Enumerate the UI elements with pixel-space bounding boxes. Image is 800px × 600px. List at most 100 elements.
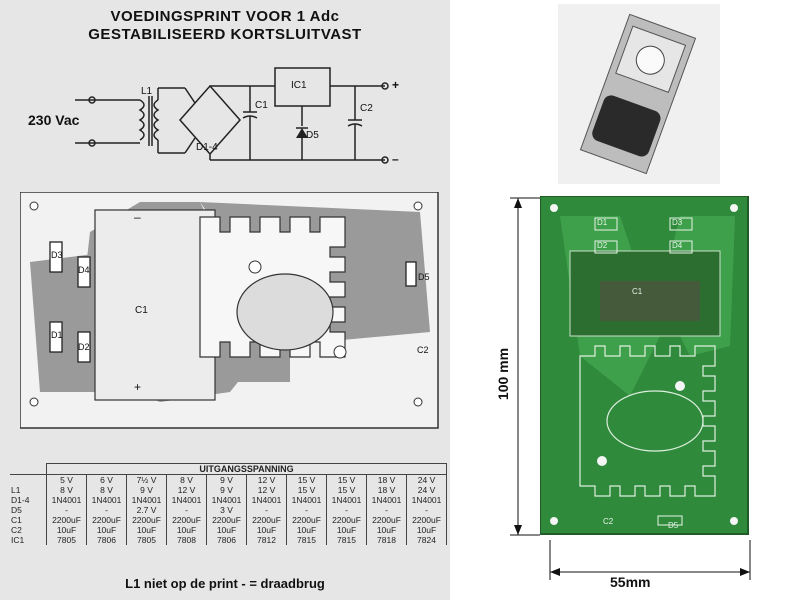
schematic-label-d1-4: D1-4 [196, 142, 218, 153]
table-cell: 15 V [326, 485, 367, 495]
board-label-c1: C1 [632, 287, 643, 296]
table-cell: - [46, 505, 87, 515]
table-cell: 1N4001 [406, 495, 447, 505]
input-voltage-label: 230 Vac [28, 112, 80, 128]
table-cell: 7805 [126, 535, 167, 545]
table-cell: 1N4001 [126, 495, 167, 505]
table-cell: 3 V [206, 505, 247, 515]
column-header: 9 V [206, 474, 247, 485]
column-header: 7½ V [126, 474, 167, 485]
width-dimension-label: 55mm [610, 574, 651, 590]
table-cell: 2200uF [286, 515, 327, 525]
table-cell: 10uF [46, 525, 87, 535]
table-cell: 1N4001 [206, 495, 247, 505]
table-cell: - [166, 505, 207, 515]
table-cell: 1N4001 [326, 495, 367, 505]
table-cell: 7806 [206, 535, 247, 545]
schematic-label-c1: C1 [255, 100, 268, 111]
table-cell: 10uF [246, 525, 287, 535]
board-label-d5: D5 [668, 521, 679, 530]
table-cell: - [246, 505, 287, 515]
schematic-minus: – [392, 152, 399, 166]
title-line-1: VOEDINGSPRINT VOOR 1 Adc [110, 8, 340, 25]
table-cell: 1N4001 [366, 495, 407, 505]
table-cell: 1N4001 [286, 495, 327, 505]
table-cell: 2200uF [206, 515, 247, 525]
table-cell: 10uF [326, 525, 367, 535]
table-cell: 10uF [126, 525, 167, 535]
table-cell: - [86, 505, 127, 515]
table-cell: 7815 [326, 535, 367, 545]
table-cell: 2200uF [246, 515, 287, 525]
row-label: D1-4 [11, 495, 30, 505]
pcb-label-d3: D3 [51, 250, 63, 260]
table-cell: 7815 [286, 535, 327, 545]
table-cell: 12 V [166, 485, 207, 495]
column-header: 5 V [46, 474, 87, 485]
board-label-c2: C2 [603, 517, 614, 526]
board-label-d3: D3 [672, 218, 683, 227]
column-header: 15 V [326, 474, 367, 485]
pcb-label-plus: + [134, 380, 142, 394]
table-cell: 1N4001 [166, 495, 207, 505]
table-cell: 7806 [86, 535, 127, 545]
schematic-diagram [75, 67, 389, 164]
column-header: 8 V [166, 474, 207, 485]
pcb-label-c2: C2 [417, 345, 429, 355]
table-cell: 9 V [126, 485, 167, 495]
table-cell: 2.7 V [126, 505, 167, 515]
table-cell: 2200uF [46, 515, 87, 525]
table-header: UITGANGSSPANNING [46, 463, 447, 475]
table-cell: 7808 [166, 535, 207, 545]
table-cell: 9 V [206, 485, 247, 495]
table-cell: 2200uF [86, 515, 127, 525]
table-cell: 15 V [286, 485, 327, 495]
table-cell: - [326, 505, 367, 515]
table-cell: 1N4001 [86, 495, 127, 505]
row-label: C2 [11, 525, 22, 535]
table-cell: 7812 [246, 535, 287, 545]
column-header: 6 V [86, 474, 127, 485]
table-cell: 24 V [406, 485, 447, 495]
row-label: D5 [11, 505, 22, 515]
schematic-label-l1: L1 [141, 86, 153, 97]
table-cell: 2200uF [366, 515, 407, 525]
table-cell: 10uF [166, 525, 207, 535]
table-cell: 1N4001 [246, 495, 287, 505]
table-cell: 12 V [246, 485, 287, 495]
table-cell: - [366, 505, 407, 515]
pcb-layout-drawing [20, 192, 439, 429]
pcb-label-d5: D5 [418, 272, 430, 282]
schematic-label-d5: D5 [306, 130, 319, 141]
dimension-lines [510, 197, 751, 580]
table-cell: 2200uF [166, 515, 207, 525]
table-cell: 8 V [86, 485, 127, 495]
pcb-label-d1: D1 [51, 330, 63, 340]
table-cell: 10uF [206, 525, 247, 535]
schematic-label-c2: C2 [360, 103, 373, 114]
table-cell: 10uF [406, 525, 447, 535]
table-cell: 2200uF [326, 515, 367, 525]
table-cell: - [406, 505, 447, 515]
table-cell: 10uF [86, 525, 127, 535]
board-label-d2: D2 [597, 241, 608, 250]
title-line-2: GESTABILISEERD KORTSLUITVAST [88, 26, 362, 43]
table-cell: 10uF [366, 525, 407, 535]
table-cell: 18 V [366, 485, 407, 495]
column-header: 24 V [406, 474, 447, 485]
pcb-board-photo [540, 196, 749, 535]
pcb-label-d4: D4 [78, 265, 90, 275]
column-header: 12 V [246, 474, 287, 485]
table-column-row: 5 V 6 V 7½ V 8 V 9 V 12 V 15 V 15 V 18 V… [10, 474, 447, 485]
table-row: D5--2.7 V-3 V----- [10, 505, 447, 515]
row-label: L1 [11, 485, 21, 495]
table-cell: 2200uF [126, 515, 167, 525]
pcb-label-d2: D2 [78, 342, 90, 352]
column-header: 18 V [366, 474, 407, 485]
row-label: C1 [11, 515, 22, 525]
